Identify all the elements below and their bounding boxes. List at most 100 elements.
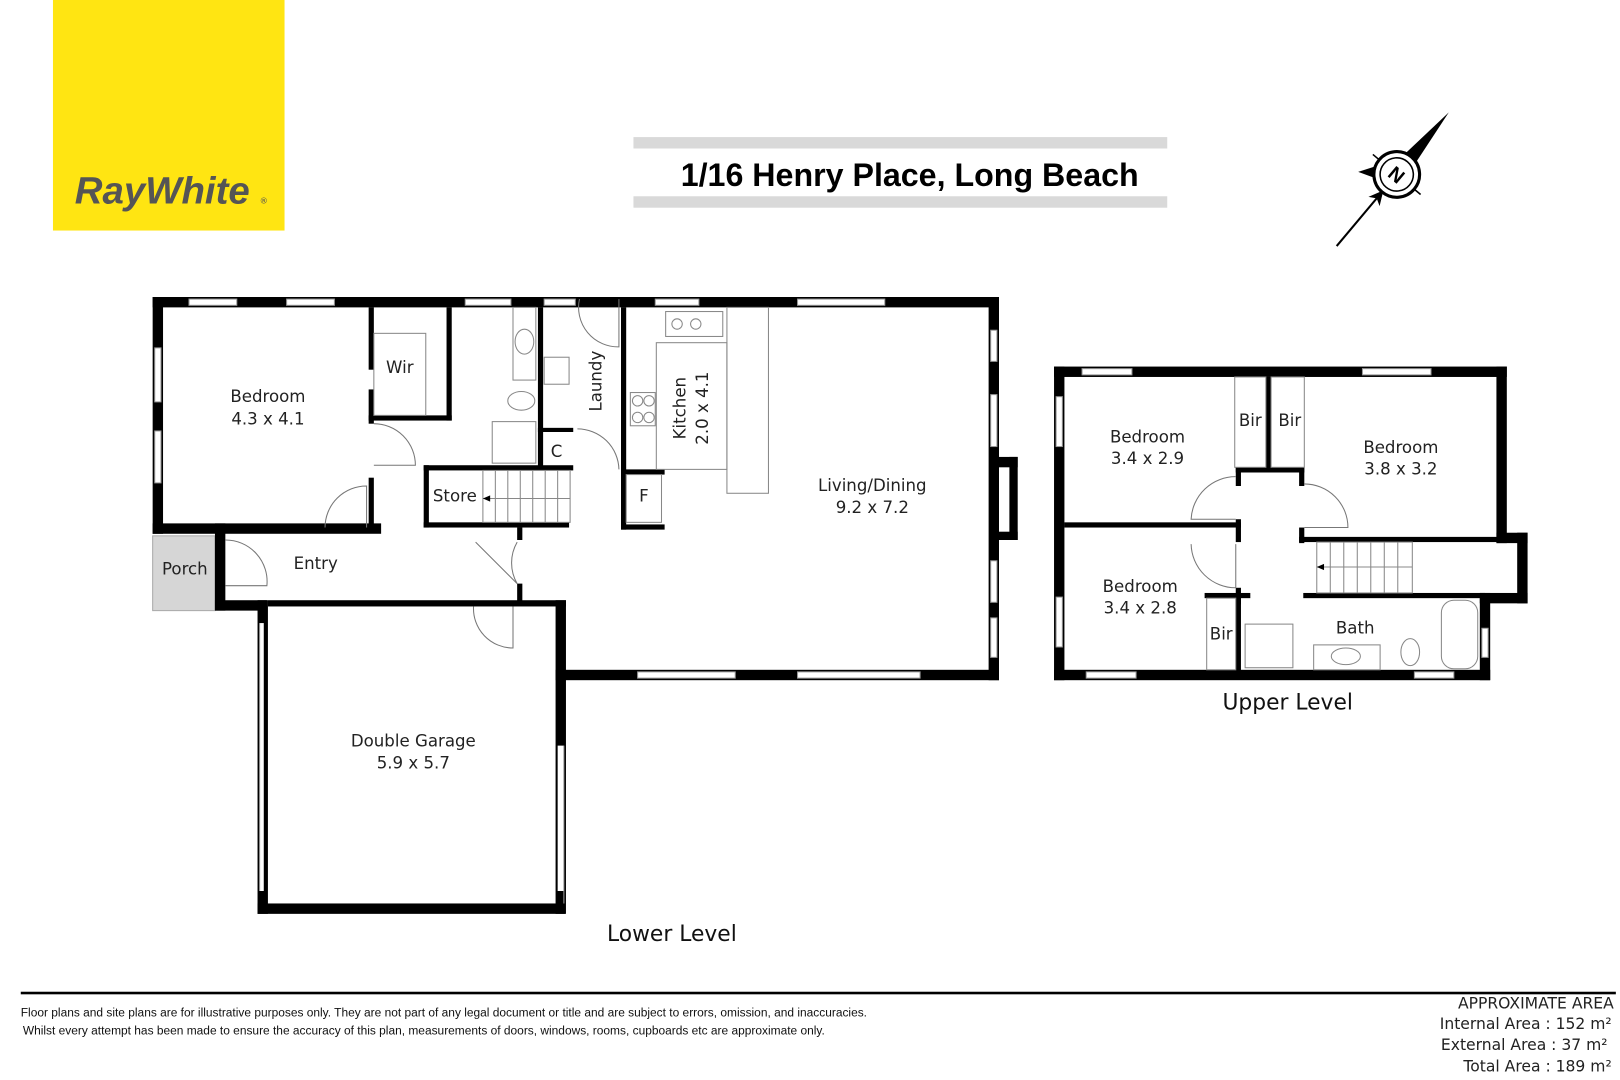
- wall: [555, 669, 999, 681]
- wall: [446, 307, 452, 421]
- wall: [517, 583, 523, 605]
- address-banner: 1/16 Henry Place, Long Beach: [633, 137, 1168, 208]
- banner-top-bar: [633, 137, 1168, 149]
- door: [373, 423, 416, 466]
- laundry-tub-icon: [543, 356, 570, 385]
- internal-area: Internal Area : 152 m²: [1440, 1015, 1612, 1033]
- room-size: 3.4 x 2.8: [1104, 599, 1177, 618]
- wall: [621, 307, 627, 530]
- room-name: Double Garage: [351, 732, 476, 751]
- robe: [1234, 376, 1267, 468]
- window: [637, 671, 736, 679]
- level-label: Upper Level: [1222, 690, 1352, 715]
- wall: [368, 389, 374, 424]
- room-size: 4.3 x 4.1: [231, 410, 304, 429]
- window: [286, 298, 335, 306]
- room-name: C: [551, 442, 563, 461]
- wall: [999, 531, 1018, 540]
- wall: [1265, 376, 1272, 473]
- external-area: External Area : 37 m²: [1441, 1036, 1608, 1054]
- disclaimer-line-1: Floor plans and site plans are for illus…: [21, 1006, 867, 1020]
- shower-icon: [491, 421, 537, 464]
- wall: [999, 456, 1018, 468]
- wall: [1517, 532, 1528, 604]
- wall: [1299, 536, 1502, 543]
- toilet-icon: [1400, 638, 1421, 667]
- door: [1190, 544, 1237, 589]
- disclaimer-line-2: Whilst every attempt has been made to en…: [23, 1023, 825, 1037]
- shower-icon: [1244, 623, 1294, 669]
- total-area: Total Area : 189 m²: [1462, 1058, 1611, 1076]
- fridge-space: [625, 474, 663, 523]
- room-name: Wir: [386, 358, 414, 377]
- window: [1081, 368, 1133, 376]
- door: [1190, 476, 1236, 520]
- lower-level-plan: Bedroom 4.3 x 4.1 Wir Laundy C Store Kit…: [152, 297, 1018, 947]
- window: [188, 298, 238, 306]
- basin-icon: [1330, 647, 1361, 666]
- room-name: Bir: [1239, 411, 1262, 430]
- wall: [988, 297, 999, 681]
- wall: [1479, 592, 1528, 604]
- window: [990, 617, 998, 658]
- garage-door-opening: [259, 623, 264, 891]
- staircase: [482, 469, 571, 523]
- wall: [1054, 366, 1065, 681]
- wall: [152, 297, 164, 534]
- kitchen-island: [726, 306, 769, 494]
- window: [1055, 596, 1063, 648]
- window: [1413, 671, 1455, 679]
- robe: [1270, 376, 1305, 468]
- sliding-door: [797, 671, 921, 679]
- wall: [621, 469, 665, 475]
- staircase: [1316, 541, 1413, 594]
- wall: [368, 307, 374, 370]
- door: [324, 485, 368, 528]
- footer-divider: [20, 991, 1616, 995]
- room-name: Bedroom: [1363, 438, 1438, 457]
- page-title: 1/16 Henry Place, Long Beach: [681, 157, 1139, 193]
- kitchen-sink-icon: [665, 311, 724, 337]
- banner-bottom-bar: [633, 196, 1168, 208]
- wall: [1299, 467, 1305, 486]
- vanity: [1313, 644, 1381, 671]
- wall: [1064, 522, 1241, 528]
- wall: [423, 465, 429, 528]
- wall: [621, 524, 665, 530]
- area-heading: APPROXIMATE AREA: [1458, 994, 1614, 1012]
- room-size: 9.2 x 7.2: [836, 498, 909, 517]
- wall: [1235, 519, 1241, 543]
- wall: [152, 523, 382, 534]
- wall: [1303, 592, 1485, 599]
- wall: [214, 523, 226, 611]
- window: [990, 560, 998, 603]
- room-size: 3.4 x 2.9: [1111, 449, 1184, 468]
- room-size: 2.0 x 4.1: [693, 372, 712, 445]
- window: [1055, 396, 1063, 448]
- wall: [257, 903, 565, 914]
- wall: [1496, 532, 1528, 544]
- room-name: Laundy: [586, 351, 605, 412]
- window: [1085, 671, 1137, 679]
- wall: [423, 522, 570, 528]
- vanity: [512, 306, 537, 381]
- wall: [537, 307, 544, 469]
- cooktop-icon: [629, 392, 656, 427]
- kitchen-bench: [655, 342, 728, 470]
- wall: [214, 600, 267, 611]
- laundry-inner-door: [577, 428, 620, 470]
- window: [990, 394, 998, 448]
- wall: [368, 477, 374, 528]
- sliding-door: [797, 298, 886, 306]
- wardrobe: [373, 332, 427, 416]
- room-name: Porch: [162, 559, 208, 578]
- window: [1481, 627, 1489, 658]
- garage-entry-door: [473, 606, 514, 649]
- room-name: Bedroom: [230, 387, 305, 406]
- room-name: Bedroom: [1103, 577, 1178, 596]
- toilet-icon: [507, 390, 536, 411]
- window: [654, 298, 700, 306]
- room-name: Store: [433, 487, 477, 506]
- wall: [368, 415, 452, 421]
